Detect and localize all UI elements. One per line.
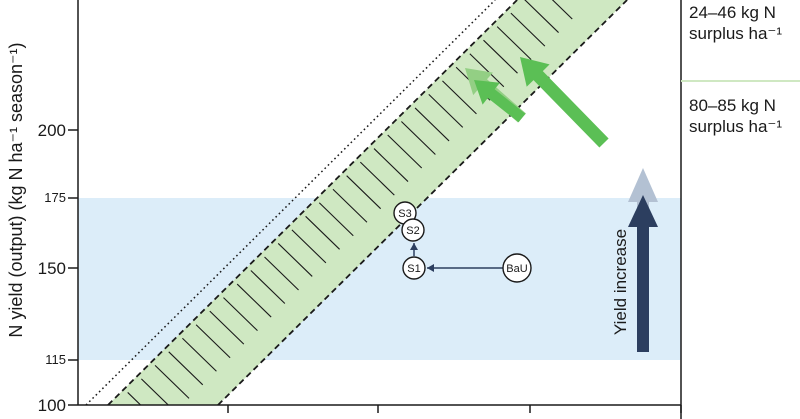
scenario-arrowhead xyxy=(410,243,418,250)
y-ticks: 100 115 150 175 200 xyxy=(38,121,78,415)
legend-separator xyxy=(681,80,800,82)
hatch-line xyxy=(414,107,450,142)
axes: 100 115 150 175 200 xyxy=(38,0,682,419)
y-tick-label: 100 xyxy=(38,396,66,415)
legend-item-24-46: 24–46 kg N surplus ha⁻¹ xyxy=(689,3,783,43)
hatch-line xyxy=(114,406,148,419)
hatch-line xyxy=(305,215,340,250)
legend-item-80-85: 80–85 kg N surplus ha⁻¹ xyxy=(689,96,783,136)
hatch-line xyxy=(510,12,546,47)
scenario-label-s2: S2 xyxy=(406,225,419,237)
hatch-line xyxy=(318,202,354,237)
y-axis-label: N yield (output) (kg N ha⁻¹ season⁻¹) xyxy=(6,42,26,337)
hatch-line xyxy=(264,256,299,291)
hatch-line xyxy=(127,392,142,405)
green-arrow-small xyxy=(474,80,526,123)
hatch-line xyxy=(332,188,368,223)
green-arrow-large xyxy=(520,57,609,148)
hatch-line xyxy=(291,229,327,264)
navy-arrow xyxy=(628,195,658,352)
hatch-line xyxy=(428,93,464,128)
hatch-line xyxy=(236,283,272,318)
dotted-reference-line xyxy=(85,0,496,405)
hatch-line xyxy=(442,80,477,115)
scenario-arrowhead xyxy=(427,264,434,272)
scenario-label-s1: S1 xyxy=(407,263,420,275)
hatch-line xyxy=(469,53,505,88)
hatch-line xyxy=(387,134,423,169)
hatch-line xyxy=(524,0,559,33)
hatch-line xyxy=(209,310,245,345)
yield-increase-arrow: Yield increase xyxy=(611,168,658,352)
hatch-line xyxy=(401,121,436,155)
hatch-line xyxy=(359,161,395,196)
y-tick-label: 175 xyxy=(44,190,66,205)
upper-dashed-boundary xyxy=(107,0,518,405)
hatch-line xyxy=(496,26,532,61)
y-tick-label: 200 xyxy=(38,121,66,140)
scenario-label-bau: BaU xyxy=(506,263,527,275)
scenario-marker-s2 xyxy=(401,218,425,242)
green-arrows xyxy=(465,57,609,148)
hatch-line xyxy=(223,297,258,332)
hatch-line xyxy=(277,243,313,277)
yield-increase-label: Yield increase xyxy=(611,229,630,335)
hatch-line xyxy=(182,337,217,372)
scenario-label-s3: S3 xyxy=(398,208,411,220)
lower-dashed-boundary xyxy=(217,0,628,405)
y-tick-label: 115 xyxy=(45,352,66,367)
y-tick-label: 150 xyxy=(38,259,66,278)
hatch-line xyxy=(195,324,231,359)
hatch-lines xyxy=(114,0,573,419)
hatch-line xyxy=(154,364,190,399)
hatch-line xyxy=(168,351,204,386)
hatch-line xyxy=(373,148,409,182)
hatch-line xyxy=(483,39,518,74)
hatch-line xyxy=(250,270,286,304)
hatch-line xyxy=(346,175,382,210)
hatch-line xyxy=(551,0,573,20)
scenario-marker-s1 xyxy=(402,256,426,280)
scenario-marker-bau xyxy=(502,253,532,283)
hatch-line xyxy=(140,378,170,405)
